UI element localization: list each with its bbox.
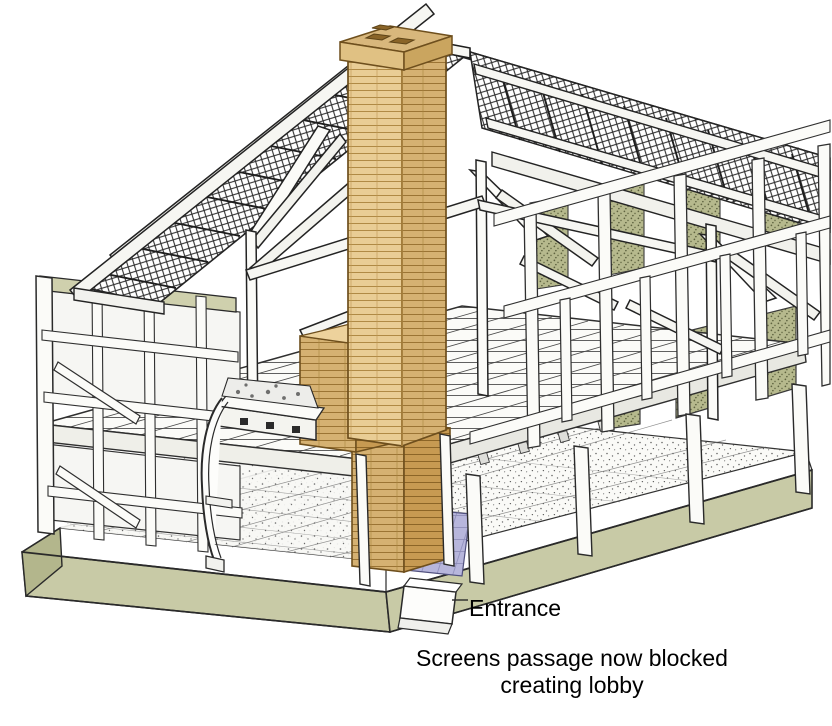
caption-line-2: creating lobby	[500, 672, 644, 699]
right-bay-studs	[559, 231, 809, 423]
caption-line-1: Screens passage now blocked	[416, 645, 728, 671]
fireplace-lintel	[216, 377, 326, 441]
rear-wall-posts	[523, 143, 831, 449]
entrance-door-posts	[355, 433, 455, 587]
ground-floor-posts	[465, 383, 811, 585]
entrance-threshold	[397, 577, 468, 635]
entrance-label: Entrance	[469, 595, 562, 621]
screen-partition	[200, 397, 233, 573]
screens-passage-caption: Screens passage now blocked creating lob…	[416, 645, 728, 699]
